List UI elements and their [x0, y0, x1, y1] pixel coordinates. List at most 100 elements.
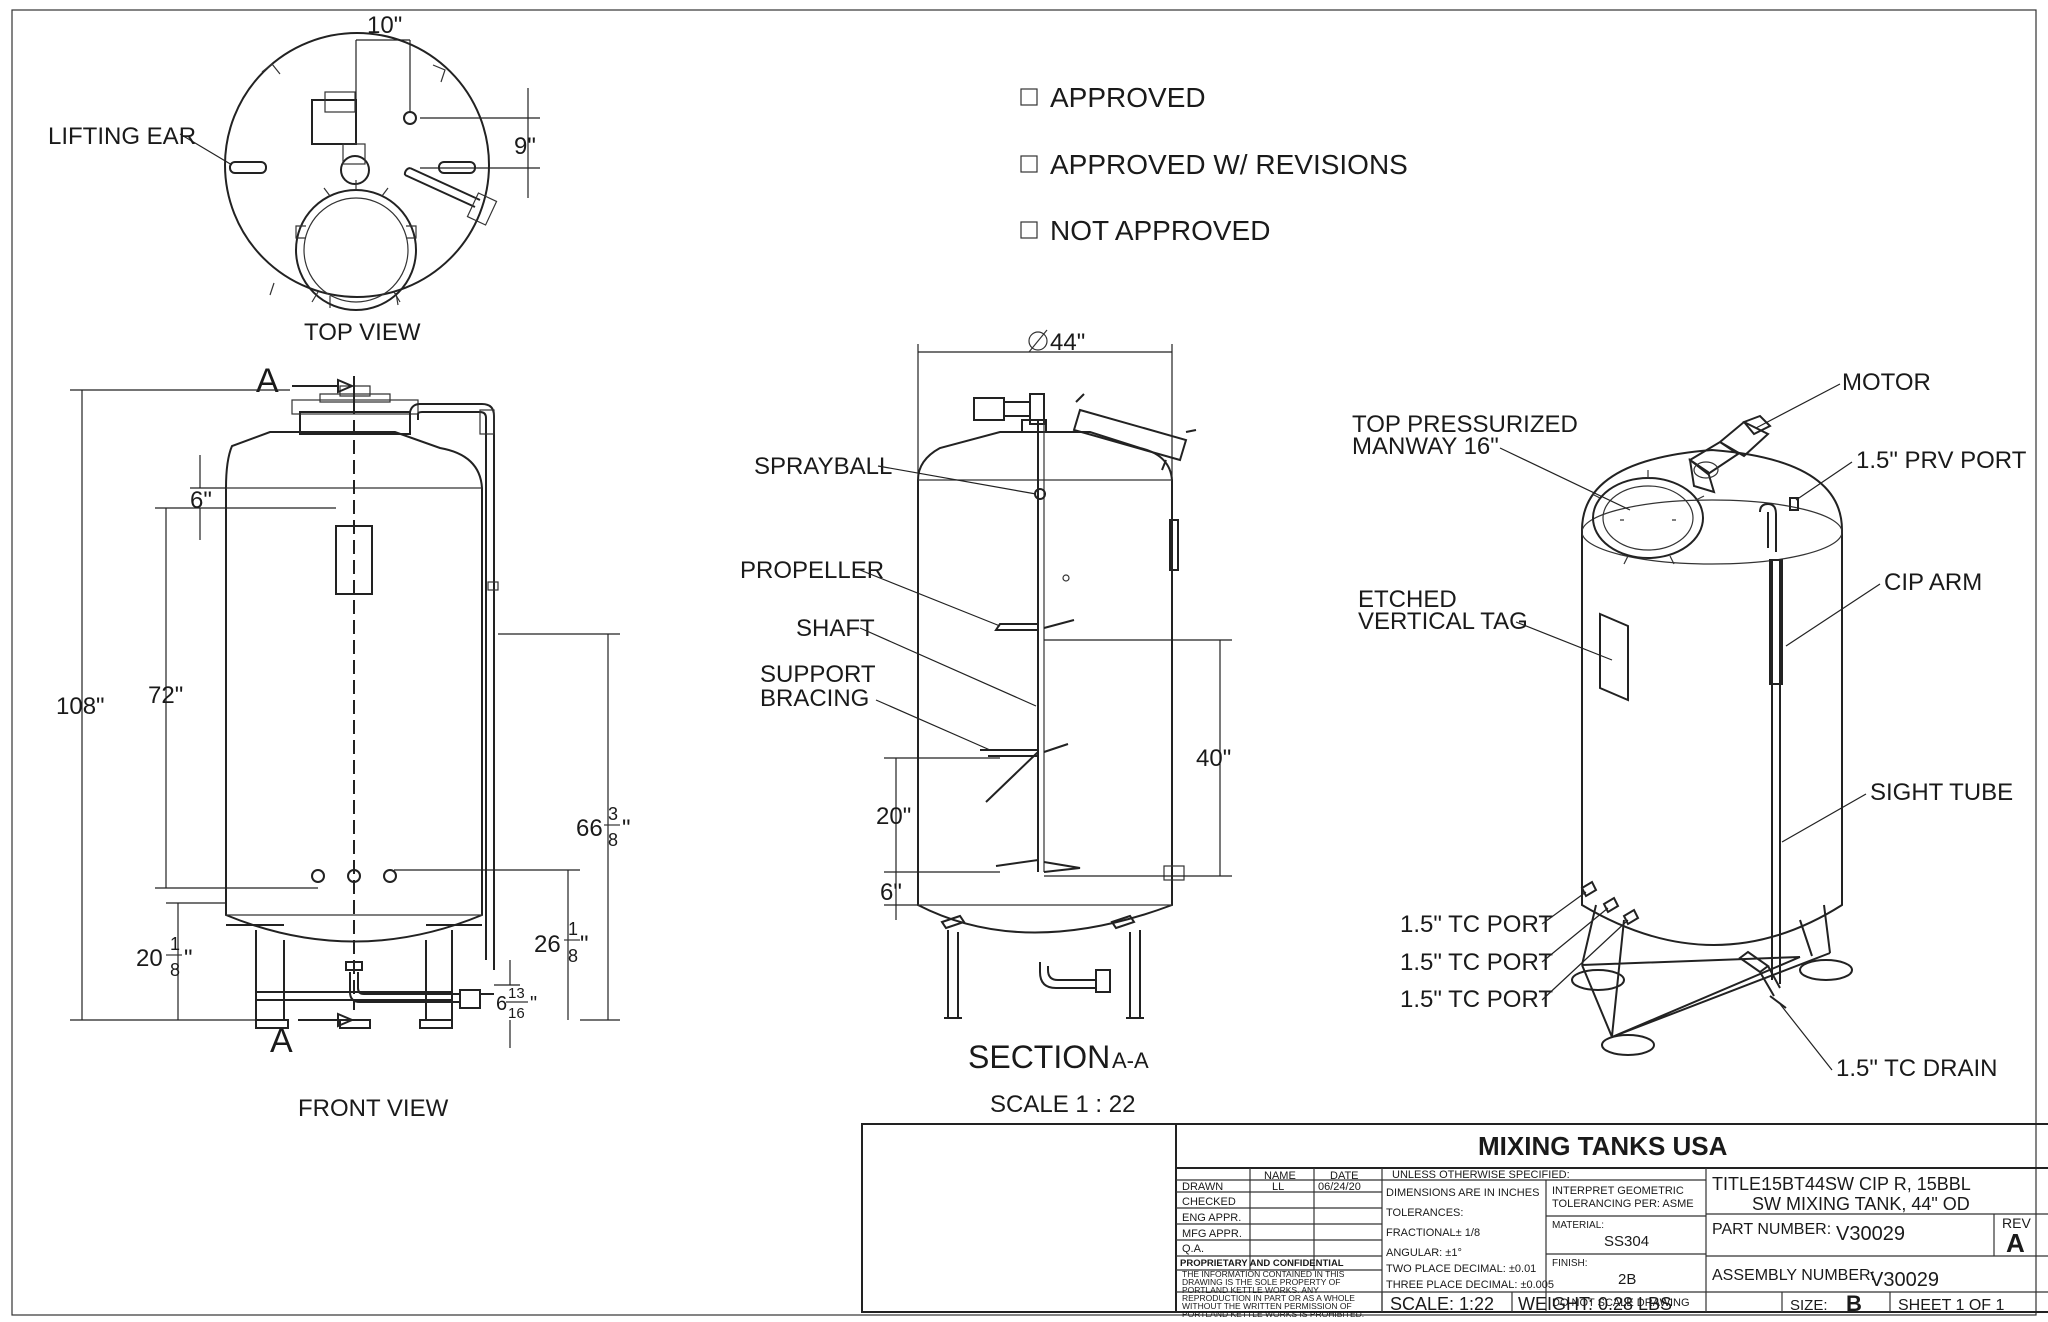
top-view-cip-arm [403, 167, 481, 208]
top-view-manway-inner [303, 197, 409, 303]
svg-text:3: 3 [608, 804, 618, 824]
top-view-title: TOP VIEW [304, 319, 421, 346]
svg-text:1: 1 [568, 919, 578, 939]
manway-label-1: TOP PRESSURIZED [1352, 411, 1578, 438]
company-name: MIXING TANKS USA [1478, 1131, 1728, 1161]
top-view-cip-fitting [466, 192, 498, 226]
sprayball-label: SPRAYBALL [754, 453, 892, 480]
section-dim-diameter: 44" [1028, 329, 1085, 356]
front-view-tc-port-1 [311, 869, 325, 883]
sheet-value: SHEET 1 OF 1 [1898, 1297, 2005, 1314]
not-approved-label: NOT APPROVED [1050, 215, 1270, 246]
front-view-drain [345, 961, 494, 1009]
rim-lugs [261, 63, 446, 308]
tc-port-label-3: 1.5" TC PORT [1400, 986, 1553, 1013]
shaft-label: SHAFT [796, 615, 875, 642]
not-approved-checkbox[interactable] [1020, 221, 1038, 239]
eng-appr-label: ENG APPR. [1182, 1212, 1241, 1224]
col-date-header: DATE [1330, 1170, 1359, 1182]
iso-motor [1688, 414, 1772, 494]
approval-section: APPROVED APPROVED W/ REVISIONS NOT APPRO… [1020, 82, 1408, 246]
tc-drain-label: 1.5" TC DRAIN [1836, 1055, 1997, 1082]
iso-cip-arm [1759, 502, 1783, 685]
section-dim-6: 6" [880, 879, 902, 906]
angular-tol: ANGULAR: ±1° [1386, 1247, 1462, 1259]
sight-tube-label: SIGHT TUBE [1870, 779, 2013, 806]
section-title: SECTION [968, 1039, 1110, 1075]
part-number-label: PART NUMBER: [1712, 1221, 1831, 1238]
section-view: 44" 40" 20" 6" SPRA [740, 329, 1232, 1118]
qa-label: Q.A. [1182, 1243, 1204, 1255]
section-marker-bottom: A [270, 1022, 293, 1060]
approved-checkbox[interactable] [1020, 88, 1038, 106]
approved-revisions-checkbox[interactable] [1020, 155, 1038, 173]
proprietary-title: PROPRIETARY AND CONFIDENTIAL [1180, 1258, 1344, 1269]
top-view-manway [295, 189, 417, 311]
support-bracing-label-1: SUPPORT [760, 661, 876, 688]
front-view-tc-port-2 [347, 869, 361, 883]
svg-text:6: 6 [496, 993, 507, 1015]
part-number-value: V30029 [1836, 1223, 1905, 1245]
section-dim-40: 40" [1196, 745, 1231, 772]
unless-specified: UNLESS OTHERWISE SPECIFIED: [1392, 1169, 1570, 1181]
front-dim-6: 6" [190, 487, 212, 514]
cip-arm-label: CIP ARM [1884, 569, 1982, 596]
weight-value: WEIGHT: 0.28 LBS [1518, 1294, 1672, 1314]
section-tank-body [917, 431, 1173, 934]
support-bracing-label-2: BRACING [760, 685, 869, 712]
proprietary-line-4: REPRODUCTION IN PART OR AS A WHOLE [1182, 1293, 1355, 1303]
top-view-tank-outline [224, 32, 490, 298]
approved-label: APPROVED [1050, 82, 1206, 113]
finish-value: 2B [1618, 1271, 1636, 1288]
three-place-tol: THREE PLACE DECIMAL: ±0.005 [1386, 1279, 1554, 1291]
section-title-suffix: A-A [1112, 1048, 1149, 1073]
iso-tank-body [1581, 530, 1843, 946]
section-manway [1072, 393, 1197, 471]
top-view-prv-port [403, 111, 417, 125]
front-view: A A 108" 72" 6" 20 1 8 " [56, 362, 631, 1122]
sheet-border [11, 9, 2037, 1316]
top-view: 10" 9" LIFTING EAR TOP VIEW [48, 12, 540, 346]
interpret-line-1: INTERPRET GEOMETRIC [1552, 1185, 1684, 1197]
section-propeller-lower [995, 858, 1081, 873]
title-block-frame [861, 1123, 2048, 1313]
front-view-tank-body [225, 431, 483, 943]
manway-label-2: MANWAY 16" [1352, 433, 1499, 460]
do-not-scale: DO NOT SCALE DRAWING [1552, 1297, 1690, 1309]
svg-text:13: 13 [508, 985, 525, 1002]
top-view-motor [311, 91, 370, 185]
assembly-number-label: ASSEMBLY NUMBER: [1712, 1267, 1875, 1284]
svg-text:": " [184, 945, 193, 972]
scale-value: SCALE: 1:22 [1390, 1294, 1494, 1314]
approved-revisions-label: APPROVED W/ REVISIONS [1050, 149, 1408, 180]
front-view-tc-port-3 [383, 869, 397, 883]
drawn-date: 06/24/20 [1318, 1181, 1361, 1193]
svg-text:": " [530, 993, 537, 1015]
prv-port-label: 1.5" PRV PORT [1856, 447, 2027, 474]
checked-label: CHECKED [1182, 1196, 1236, 1208]
drawn-label: DRAWN [1182, 1181, 1223, 1193]
tc-port-label-1: 1.5" TC PORT [1400, 911, 1553, 938]
svg-text:": " [580, 931, 589, 958]
rev-value: A [2006, 1228, 2025, 1258]
proprietary-line-5: WITHOUT THE WRITTEN PERMISSION OF [1182, 1301, 1352, 1311]
proprietary-line-3: PORTLAND KETTLE WORKS. ANY [1182, 1285, 1319, 1295]
svg-text:": " [622, 815, 631, 842]
front-dim-66-3-8: 66 3 8 " [576, 804, 631, 850]
top-view-dim-10: 10" [367, 12, 402, 39]
etched-tag-label-1: ETCHED [1358, 586, 1457, 613]
front-dim-20-1-8: 20 1 8 " [136, 934, 193, 980]
front-dim-72: 72" [148, 682, 183, 709]
lifting-ear-left [229, 161, 267, 174]
etched-tag-label-2: VERTICAL TAG [1358, 608, 1528, 635]
drawn-name: LL [1272, 1181, 1284, 1193]
isometric-view: MOTOR TOP PRESSURIZED MANWAY 16" 1.5" PR… [1352, 369, 2027, 1082]
svg-text:20: 20 [136, 945, 163, 972]
dims-in-inches: DIMENSIONS ARE IN INCHES [1386, 1187, 1539, 1199]
top-view-dim-9: 9" [514, 133, 536, 160]
col-name-header: NAME [1264, 1170, 1296, 1182]
manway-clamps [295, 180, 417, 303]
interpret-line-2: TOLERANCING PER: ASME [1552, 1198, 1694, 1210]
svg-text:66: 66 [576, 815, 603, 842]
assembly-number-value: V30029 [1870, 1269, 1939, 1291]
